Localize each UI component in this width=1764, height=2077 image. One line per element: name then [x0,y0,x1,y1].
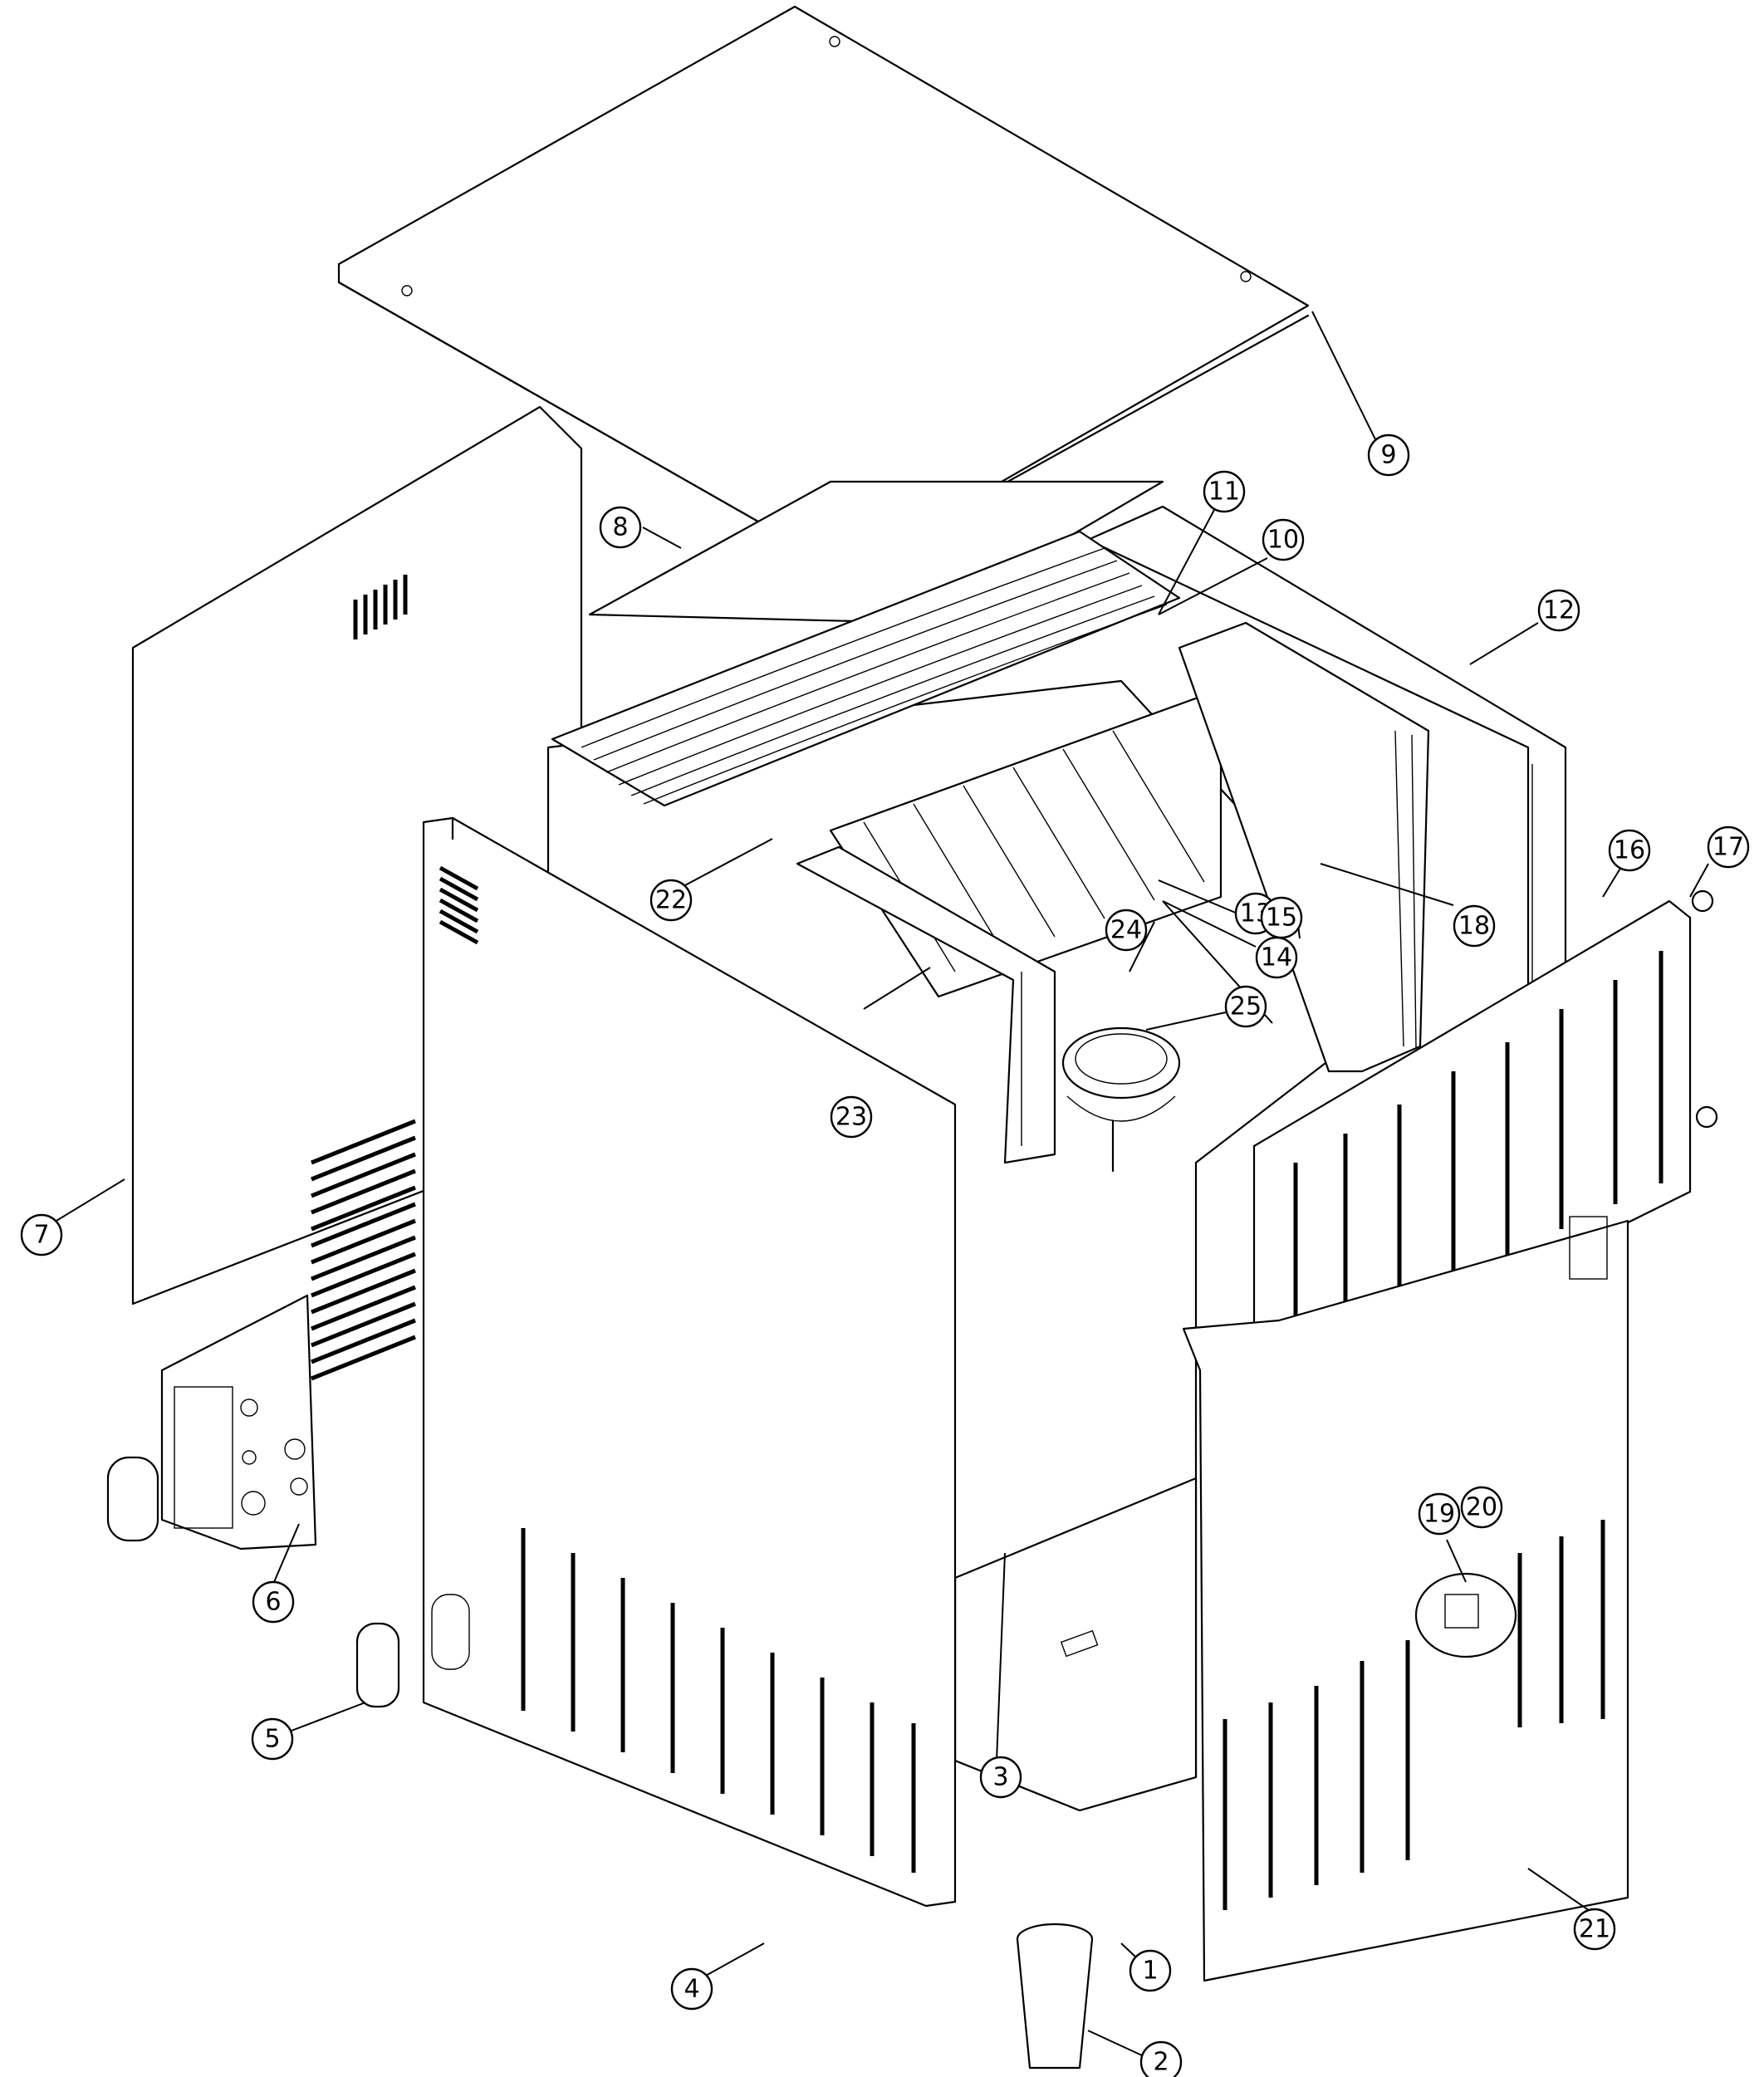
svg-text:22: 22 [655,886,687,915]
callout-18: 18 [1453,904,1496,948]
svg-text:12: 12 [1543,596,1575,625]
part-evaporator-frame-left [796,845,1056,1164]
callout-12: 12 [1537,589,1580,632]
svg-text:24: 24 [1110,916,1142,945]
callout-9: 9 [1367,434,1410,477]
svg-text:8: 8 [612,513,628,542]
callout-7: 7 [20,1213,63,1256]
callout-24: 24 [1105,909,1148,952]
svg-text:14: 14 [1261,943,1292,972]
svg-text:6: 6 [265,1588,281,1617]
part-right-side-panel [1182,1216,1629,1982]
svg-text:10: 10 [1267,526,1299,555]
callout-8: 8 [599,506,642,549]
part-gasket-small [355,1622,400,1708]
svg-text:3: 3 [992,1763,1008,1792]
part-fastener-upper [1691,889,1714,913]
callout-15: 15 [1260,896,1303,939]
part-control-box [160,1294,317,1550]
svg-text:11: 11 [1208,478,1240,507]
callout-23: 23 [830,1095,873,1139]
callout-21: 21 [1573,1908,1616,1951]
callout-25: 25 [1224,985,1267,1028]
svg-text:20: 20 [1466,1493,1497,1522]
svg-text:23: 23 [835,1103,867,1132]
svg-text:18: 18 [1458,912,1490,941]
part-float-cup [1061,1026,1181,1173]
callout-10: 10 [1262,518,1305,561]
part-gasket-large [106,1456,159,1542]
callout-1: 1 [1129,1949,1172,1992]
svg-text:4: 4 [684,1975,699,2004]
part-evaporator-coil [551,530,1181,807]
callout-11: 11 [1203,470,1246,513]
callout-3: 3 [979,1756,1022,1799]
part-insulation-sheet [588,480,1164,625]
part-fastener-lower [1695,1105,1718,1129]
svg-text:19: 19 [1423,1500,1455,1529]
svg-text:2: 2 [1153,2048,1169,2077]
svg-text:17: 17 [1713,833,1744,862]
callout-6: 6 [252,1580,295,1624]
callout-17: 17 [1707,825,1750,869]
callout-16: 16 [1608,829,1651,872]
svg-text:25: 25 [1230,992,1262,1021]
callout-19: 19 [1418,1492,1461,1536]
part-left-side-panel [422,816,957,1908]
part-front-grille [1252,899,1692,1397]
callout-4: 4 [670,1967,713,2011]
svg-text:5: 5 [264,1725,280,1754]
svg-text:21: 21 [1579,1915,1610,1944]
svg-text:15: 15 [1266,904,1297,933]
svg-text:1: 1 [1142,1957,1158,1986]
callout-14: 14 [1255,936,1298,979]
callout-22: 22 [649,879,693,922]
callout-2: 2 [1139,2040,1183,2077]
part-drain-cup [1016,1923,1094,2070]
callout-20: 20 [1460,1486,1503,1529]
svg-text:7: 7 [33,1221,49,1250]
svg-text:9: 9 [1380,441,1396,470]
svg-text:16: 16 [1614,836,1645,865]
callout-5: 5 [251,1717,294,1761]
